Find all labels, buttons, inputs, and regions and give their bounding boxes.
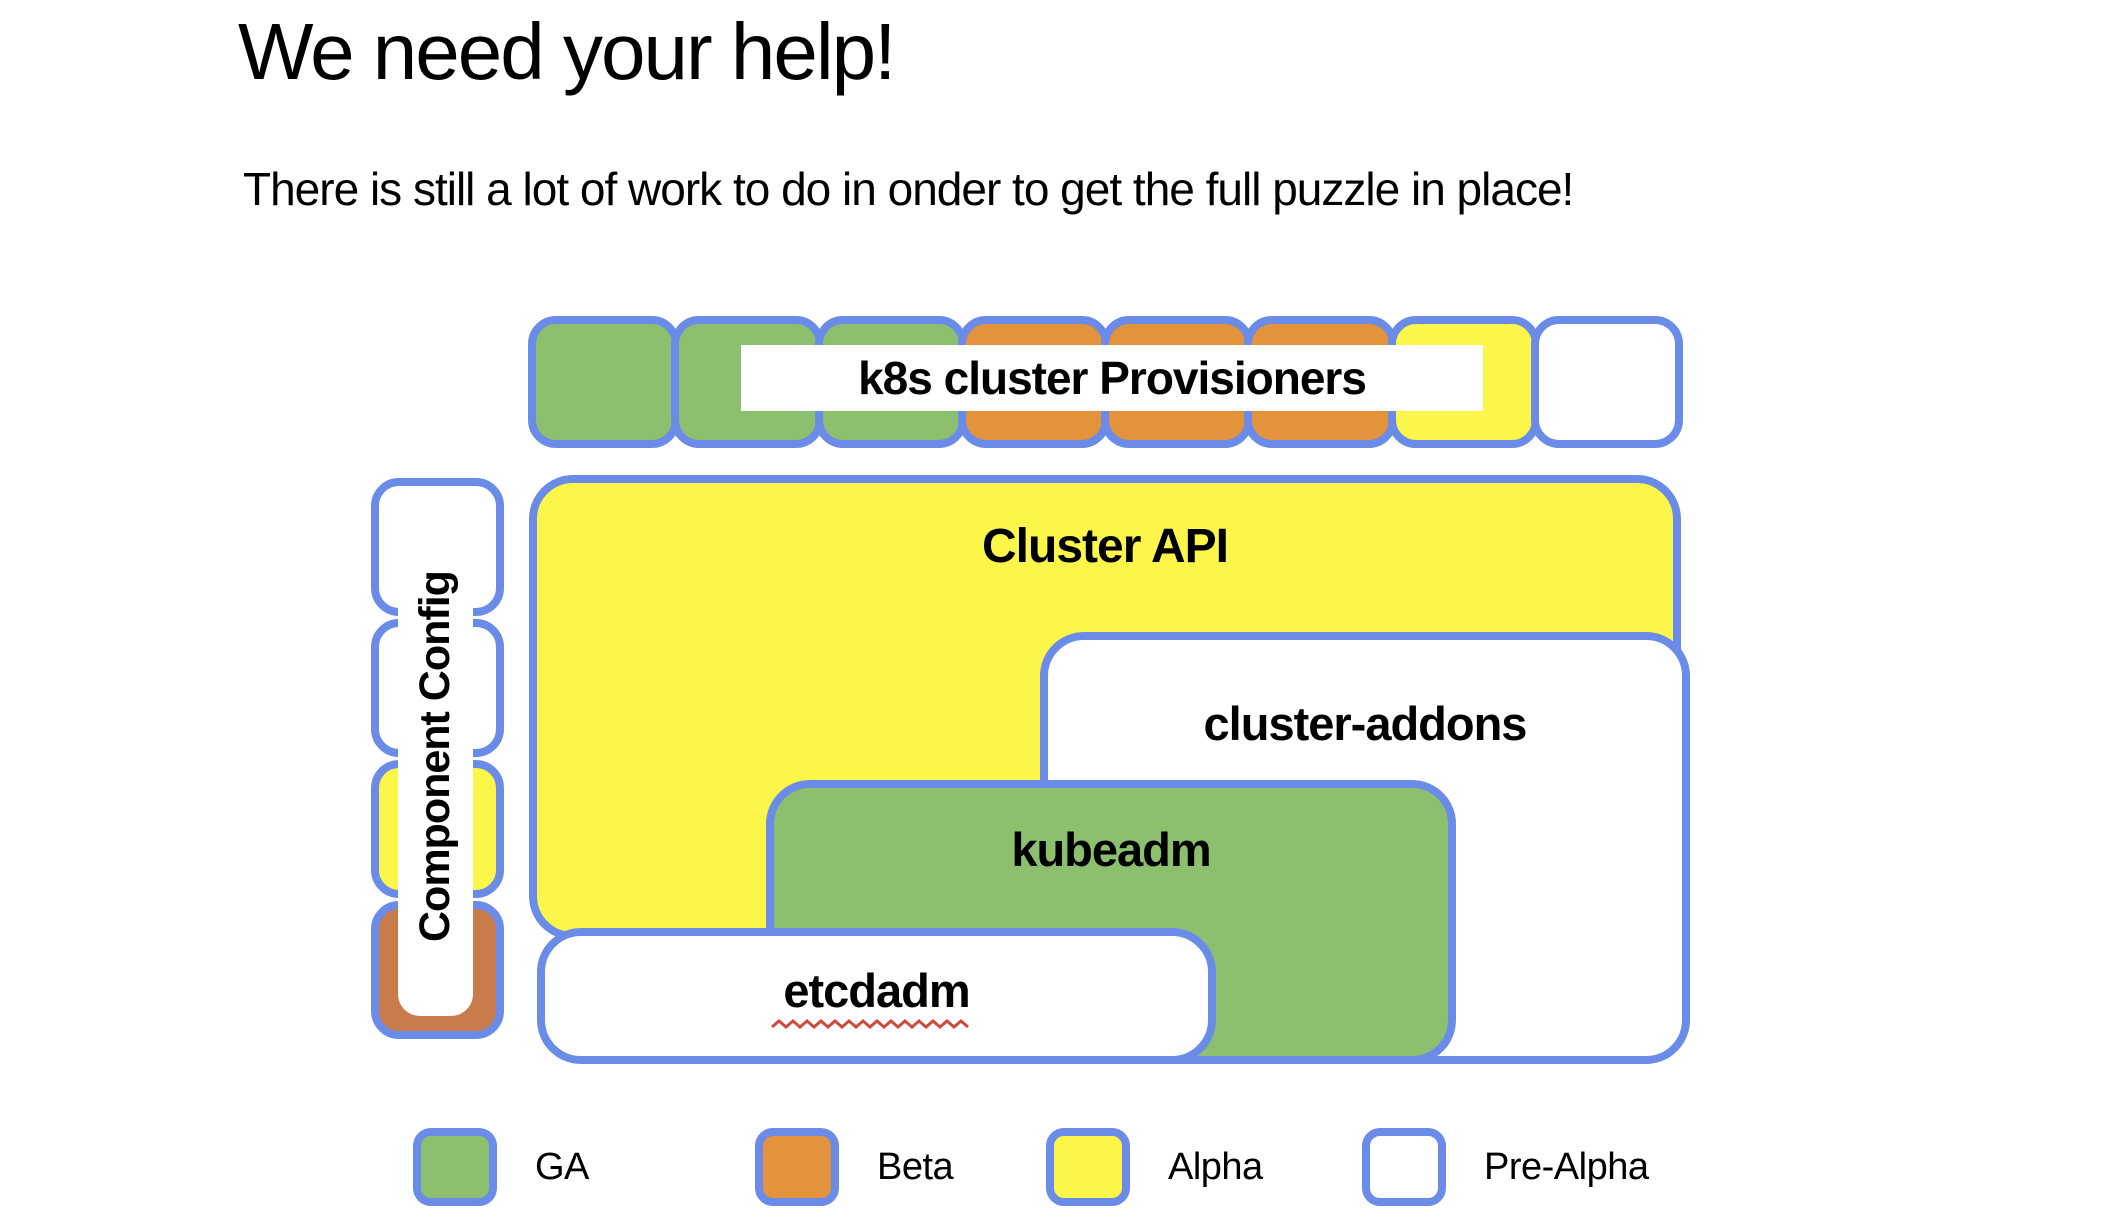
legend-swatch-beta [755,1128,839,1206]
etcdadm-label: etcdadm [783,963,970,1017]
status-square-ga [528,316,681,448]
legend-swatch-alpha [1046,1128,1130,1206]
legend-swatch-pre-alpha [1362,1128,1446,1206]
slide-title: We need your help! [238,7,896,96]
cluster-addons-label: cluster-addons [1203,697,1528,750]
legend-label-ga: GA [535,1145,589,1188]
spellcheck-squiggle-icon [770,1018,969,1029]
slide-subtitle: There is still a lot of work to do in on… [243,163,1574,215]
legend-item-pre-alpha: Pre-Alpha [1362,1128,1649,1206]
legend-item-ga: GA [413,1128,589,1206]
legend-label-pre-alpha: Pre-Alpha [1484,1145,1649,1188]
legend-label-beta: Beta [877,1145,954,1188]
status-square-pre_alpha [1530,316,1683,448]
legend-item-alpha: Alpha [1046,1128,1263,1206]
cluster-api-label: Cluster API [982,520,1229,573]
kubeadm-label: kubeadm [1011,823,1211,876]
etcdadm-box: etcdadm [537,928,1216,1064]
legend-swatch-ga [413,1128,497,1206]
legend-item-beta: Beta [755,1128,954,1206]
provisioners-label: k8s cluster Provisioners [741,345,1483,411]
legend-label-alpha: Alpha [1168,1145,1263,1188]
component-config-label: Component Config [398,498,473,1016]
